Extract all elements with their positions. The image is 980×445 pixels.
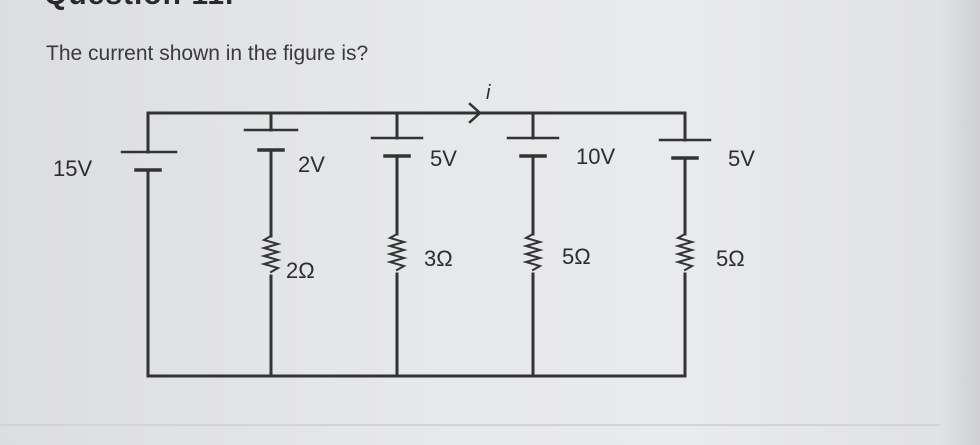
- branch-2-battery-label: 2V: [298, 152, 325, 177]
- branch-2-resistor-label: 2Ω: [286, 258, 315, 283]
- branch-4-resistor: [522, 232, 544, 272]
- question-heading: Question 11.: [44, 0, 234, 12]
- branch-3-resistor: [386, 232, 408, 272]
- page-edge-shadow: [940, 0, 980, 445]
- branch-3-resistor-label: 3Ω: [424, 246, 453, 271]
- branch-4-battery-label: 10V: [576, 144, 615, 169]
- branch-4-resistor-label: 5Ω: [562, 244, 591, 269]
- branch-5-resistor-label: 5Ω: [716, 246, 745, 271]
- branch-5-battery-label: 5V: [728, 146, 755, 171]
- branch-3-battery-label: 5V: [430, 146, 457, 171]
- branch-5-resistor: [674, 232, 696, 272]
- branch-2-resistor: [260, 234, 282, 274]
- question-text: The current shown in the figure is?: [46, 42, 369, 65]
- divider: [0, 424, 940, 426]
- branch-1-battery-label: 15V: [53, 156, 92, 181]
- current-arrow-icon: [468, 102, 482, 124]
- current-label: i: [486, 82, 491, 104]
